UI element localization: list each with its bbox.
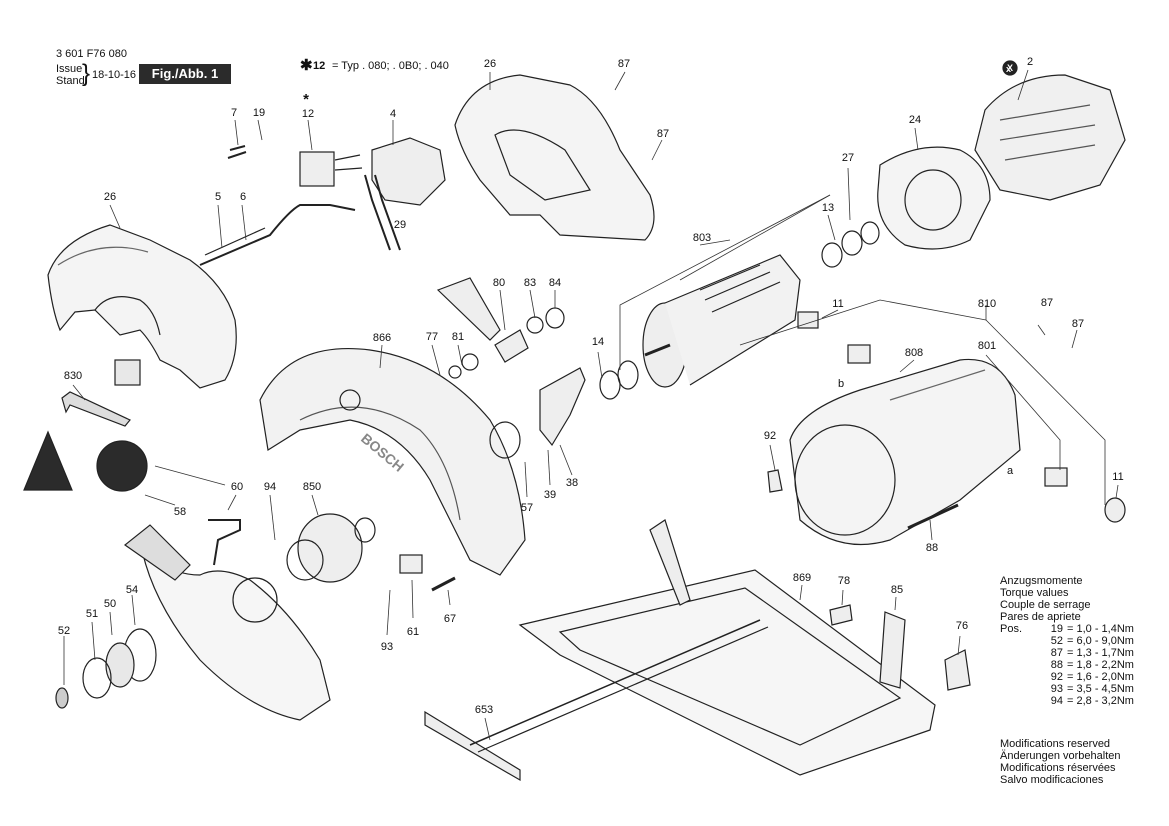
baffle-24 bbox=[877, 146, 991, 250]
star-icon: ✱ bbox=[300, 57, 313, 74]
part-label: 803 bbox=[692, 232, 712, 244]
part-label: 81 bbox=[451, 331, 465, 343]
torque-heading-fr: Couple de serrage bbox=[1000, 599, 1091, 611]
part-label: 14 bbox=[591, 336, 605, 348]
motor-housing bbox=[789, 358, 1021, 546]
part-label: 87 bbox=[656, 128, 670, 140]
part-label: 83 bbox=[523, 277, 537, 289]
part-label: 85 bbox=[890, 584, 904, 596]
part-label: 13 bbox=[821, 202, 835, 214]
part-label: 60 bbox=[230, 481, 244, 493]
part-label: 801 bbox=[977, 340, 997, 352]
part-label: 84 bbox=[548, 277, 562, 289]
torque-row: 93= 3,5 - 4,5Nm bbox=[1050, 683, 1134, 695]
part-label: 808 bbox=[904, 347, 924, 359]
part-label: 27 bbox=[841, 152, 855, 164]
torque-heading-es: Pares de apriete bbox=[1000, 611, 1081, 623]
read-manual-icon bbox=[96, 440, 148, 492]
part-label: 87 bbox=[1040, 297, 1054, 309]
stand-label: Stand bbox=[56, 75, 85, 87]
part-label: 4 bbox=[389, 108, 397, 120]
figure-label: Fig./Abb. 1 bbox=[139, 64, 231, 84]
part-label: 7 bbox=[230, 107, 238, 119]
part-label: 94 bbox=[263, 481, 277, 493]
part-label: 11 bbox=[832, 298, 844, 310]
part-label: 87 bbox=[617, 58, 631, 70]
stator-2 bbox=[974, 74, 1126, 201]
armature bbox=[642, 254, 801, 388]
brace-icon: } bbox=[82, 60, 91, 87]
rip-fence bbox=[424, 710, 521, 782]
torque-heading-de: Anzugsmomente bbox=[1000, 575, 1083, 587]
part-label: 850 bbox=[302, 481, 322, 493]
torque-row: 94= 2,8 - 3,2Nm bbox=[1050, 695, 1134, 707]
part-label: 76 bbox=[955, 620, 969, 632]
part-label: 38 bbox=[565, 477, 579, 489]
part-label: 80 bbox=[492, 277, 506, 289]
part-label: 87 bbox=[1071, 318, 1085, 330]
torque-row: 92= 1,6 - 2,0Nm bbox=[1050, 671, 1134, 683]
torque-row: 52= 6,0 - 9,0Nm bbox=[1050, 635, 1134, 647]
part-label: X bbox=[1006, 63, 1014, 73]
part-label: 26 bbox=[483, 58, 497, 70]
part-label: 653 bbox=[474, 704, 494, 716]
warning-triangle-icon bbox=[23, 430, 73, 491]
document-number: 3 601 F76 080 bbox=[56, 48, 127, 60]
part-label: 92 bbox=[763, 430, 777, 442]
issue-date: 18-10-16 bbox=[92, 69, 137, 81]
part-label: 869 bbox=[792, 572, 812, 584]
part-label: 88 bbox=[925, 542, 939, 554]
torque-row: Pos.19= 1,0 - 1,4Nm bbox=[1000, 623, 1134, 635]
handle-left bbox=[47, 224, 237, 389]
part-label: 11 bbox=[1112, 471, 1124, 483]
part-label: 93 bbox=[380, 641, 394, 653]
switch-4 bbox=[371, 137, 446, 206]
issue-label: Issue bbox=[56, 63, 83, 75]
torque-row: 88= 1,8 - 2,2Nm bbox=[1050, 659, 1134, 671]
torque-heading-en: Torque values bbox=[1000, 587, 1069, 599]
switch-12 bbox=[299, 151, 335, 187]
part-label: 5 bbox=[214, 191, 222, 203]
part-label: 39 bbox=[543, 489, 557, 501]
torque-table: Anzugsmomente Torque values Couple de se… bbox=[1000, 575, 1134, 707]
part-label: 54 bbox=[125, 584, 139, 596]
part-label: a bbox=[1006, 465, 1014, 477]
torque-row: 87= 1,3 - 1,7Nm bbox=[1050, 647, 1134, 659]
type-note-ref: 12 bbox=[313, 60, 326, 72]
part-label: * bbox=[303, 91, 309, 108]
part-label: 810 bbox=[977, 298, 997, 310]
part-label: 29 bbox=[393, 219, 407, 231]
part-label: 19 bbox=[252, 107, 266, 119]
part-label: 6 bbox=[239, 191, 247, 203]
type-note-text: = Typ . 080; . 0B0; . 040 bbox=[332, 60, 449, 72]
part-label: 57 bbox=[520, 502, 534, 514]
part-label: 12 bbox=[301, 108, 315, 120]
base-plate bbox=[518, 569, 936, 776]
svg-text:x: x bbox=[1006, 64, 1011, 74]
part-label: 26 bbox=[103, 191, 117, 203]
blade-guard bbox=[259, 348, 526, 576]
part-label: 67 bbox=[443, 613, 457, 625]
hex-key bbox=[61, 391, 131, 427]
part-label: b bbox=[837, 378, 845, 390]
housing-top bbox=[454, 74, 655, 241]
part-label: 78 bbox=[837, 575, 851, 587]
part-label: 61 bbox=[406, 626, 420, 638]
part-label: 24 bbox=[908, 114, 922, 126]
cable bbox=[199, 204, 356, 266]
part-label: 2 bbox=[1026, 56, 1034, 68]
part-label: 58 bbox=[173, 506, 187, 518]
part-label: 866 bbox=[372, 332, 392, 344]
part-label: 50 bbox=[103, 598, 117, 610]
part-label: 830 bbox=[63, 370, 83, 382]
part-label: 52 bbox=[57, 625, 71, 637]
part-label: 77 bbox=[425, 331, 439, 343]
lower-guard bbox=[139, 538, 331, 721]
modifications-note: Modifications reserved Änderungen vorbeh… bbox=[1000, 738, 1121, 786]
part-label: 51 bbox=[85, 608, 99, 620]
